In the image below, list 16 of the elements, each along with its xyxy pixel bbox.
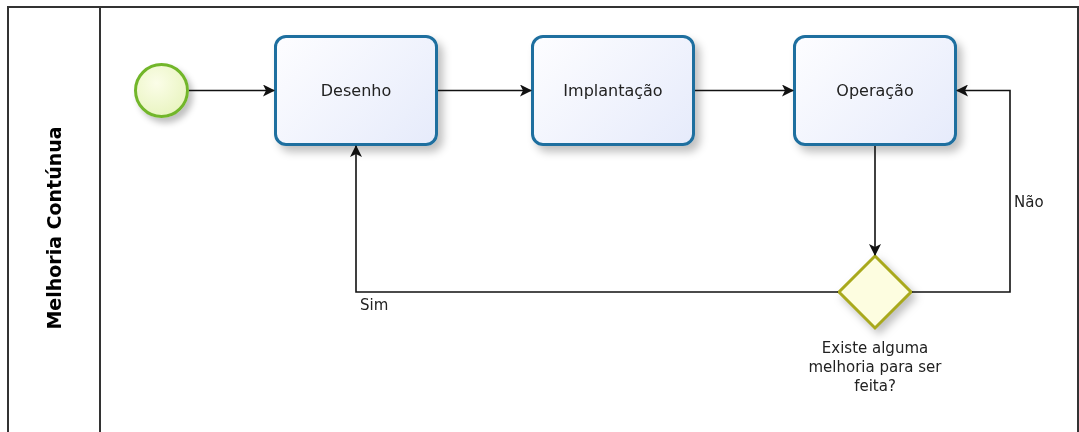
arrow — [911, 84, 1011, 293]
arrow — [437, 84, 532, 97]
arrow — [694, 84, 794, 97]
decision-label: Existe alguma melhoria para ser feita? — [807, 339, 943, 396]
arrow — [350, 145, 839, 293]
arrow — [869, 145, 881, 256]
task-box — [793, 35, 957, 146]
task-box — [531, 35, 695, 146]
task-label: Desenho — [320, 81, 392, 100]
task-box — [274, 35, 438, 146]
lane-title: Melhoria Contúnua — [43, 126, 65, 330]
arrow — [188, 84, 275, 97]
start-event-circle — [134, 63, 189, 118]
pool-lane — [7, 6, 1079, 432]
task-label: Implantação — [563, 81, 663, 100]
task-label: Operação — [836, 81, 914, 100]
